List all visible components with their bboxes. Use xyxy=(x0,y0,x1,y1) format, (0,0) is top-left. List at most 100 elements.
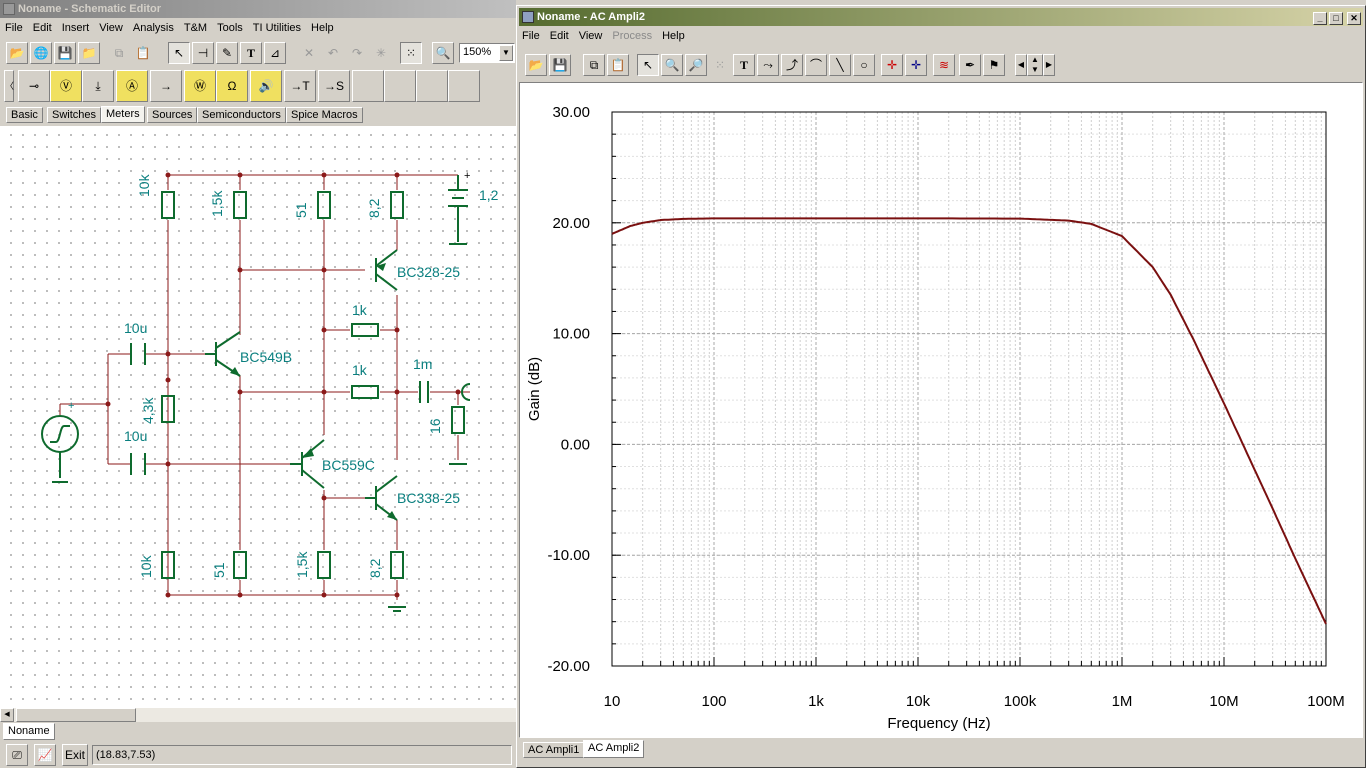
flag-icon[interactable]: ⚑ xyxy=(983,54,1005,76)
ammeter-icon[interactable]: Ⓐ xyxy=(116,70,148,102)
open-icon[interactable]: 📁 xyxy=(78,42,100,64)
menu-view[interactable]: View xyxy=(99,22,123,34)
circle-icon[interactable]: ○ xyxy=(853,54,875,76)
ac-menu-file[interactable]: File xyxy=(522,30,540,42)
zoom-in-icon[interactable]: 🔍 xyxy=(661,54,683,76)
menu-help[interactable]: Help xyxy=(311,22,334,34)
speaker-icon[interactable]: 🔊 xyxy=(250,70,282,102)
tab-spice-macros[interactable]: Spice Macros xyxy=(286,107,363,123)
zoom-icon[interactable]: 🔍 xyxy=(432,42,454,64)
label-r-1k-a: 1k xyxy=(352,302,367,318)
label-r-1k-b: 1k xyxy=(352,362,367,378)
menu-file[interactable]: File xyxy=(5,22,23,34)
nav-left-icon[interactable]: ◀ xyxy=(1015,54,1027,76)
cursor-b-icon[interactable]: ✛ xyxy=(905,54,927,76)
curve-label-icon[interactable]: ⤳ xyxy=(757,54,779,76)
maximize-icon[interactable]: □ xyxy=(1329,12,1343,25)
curve-label3-icon[interactable]: ⌒ xyxy=(805,54,827,76)
select-arrow-icon[interactable]: ↖ xyxy=(168,42,190,64)
globe-icon[interactable]: 🌐 xyxy=(30,42,52,64)
menu-analysis[interactable]: Analysis xyxy=(132,22,174,34)
switch-meter-icon[interactable]: ⤓ xyxy=(82,70,114,102)
probe-icon[interactable]: ✒ xyxy=(959,54,981,76)
tab-semiconductors[interactable]: Semiconductors xyxy=(197,107,286,123)
app-icon xyxy=(3,3,15,15)
voltage-pin-icon[interactable]: ⊸ xyxy=(18,70,50,102)
paste-icon[interactable]: 📋 xyxy=(132,42,154,64)
save-icon[interactable]: 💾 xyxy=(54,42,76,64)
transfer-t-icon[interactable]: →T xyxy=(284,70,316,102)
voltmeter-icon[interactable]: Ⓥ xyxy=(50,70,82,102)
wire-icon[interactable]: ⊣ xyxy=(192,42,214,64)
ac-copy-icon[interactable]: ⧉ xyxy=(583,54,605,76)
schematic-hscrollbar[interactable]: ◀ xyxy=(0,708,516,722)
curve-label2-icon[interactable]: ⤴ xyxy=(781,54,803,76)
ac-text-icon[interactable]: T xyxy=(733,54,755,76)
menu-ti-utilities[interactable]: TI Utilities xyxy=(252,22,302,34)
ac-grid-icon[interactable]: ⁙ xyxy=(709,54,731,76)
nav-updown-icon[interactable]: ▲▼ xyxy=(1027,54,1043,76)
ac-select-arrow-icon[interactable]: ↖ xyxy=(637,54,659,76)
nav-right-icon[interactable]: ▶ xyxy=(1043,54,1055,76)
close-icon[interactable]: ✕ xyxy=(1347,12,1361,25)
tab-switches[interactable]: Switches xyxy=(47,107,102,123)
delete-icon[interactable]: ✕ xyxy=(298,42,320,64)
text-icon[interactable]: T xyxy=(240,42,262,64)
ohmmeter-icon[interactable]: Ω xyxy=(216,70,248,102)
cursor-a-icon[interactable]: ✛ xyxy=(881,54,903,76)
schematic-titlebar[interactable]: Noname - Schematic Editor xyxy=(0,0,516,18)
line-icon[interactable]: ╲ xyxy=(829,54,851,76)
label-r-16: 16 xyxy=(427,418,443,434)
exit-button[interactable]: Exit xyxy=(62,744,88,766)
ac-menu-process[interactable]: Process xyxy=(612,30,653,42)
tab-sheet-noname[interactable]: Noname xyxy=(3,723,55,740)
circuit-view-icon[interactable]: ⎚ xyxy=(6,744,28,766)
wattmeter-icon[interactable]: Ⓦ xyxy=(184,70,216,102)
scroll-left-icon[interactable]: 〈 xyxy=(4,70,14,102)
menu-insert[interactable]: Insert xyxy=(61,22,90,34)
ac-menu-help[interactable]: Help xyxy=(662,30,685,42)
empty-slot-1[interactable] xyxy=(352,70,384,102)
empty-slot-3[interactable] xyxy=(416,70,448,102)
chevron-down-icon[interactable]: ▼ xyxy=(499,45,513,61)
transistor-arrows xyxy=(230,263,397,520)
diagram-view-icon[interactable]: 📈 xyxy=(34,744,56,766)
ac-menu-edit[interactable]: Edit xyxy=(549,30,569,42)
menu-tm[interactable]: T&M xyxy=(183,22,208,34)
label-icon[interactable]: ⊿ xyxy=(264,42,286,64)
ac-titlebar[interactable]: Noname - AC Ampli2 _ □ ✕ xyxy=(519,8,1363,26)
zoom-out-icon[interactable]: 🔎 xyxy=(685,54,707,76)
schematic-menubar: File Edit Insert View Analysis T&M Tools TI Uti… xyxy=(0,19,516,37)
zoom-select[interactable]: 150% ▼ xyxy=(459,43,515,63)
minimize-icon[interactable]: _ xyxy=(1313,12,1327,25)
schematic-canvas[interactable]: 10k 1,5k 51 8,2 1,2 + BC328-25 1k 10u BC… xyxy=(0,126,516,708)
empty-slot-4[interactable] xyxy=(448,70,480,102)
menu-edit[interactable]: Edit xyxy=(32,22,52,34)
tab-basic[interactable]: Basic xyxy=(6,107,43,123)
tab-meters[interactable]: Meters xyxy=(101,106,145,123)
scroll-left-arrow-icon[interactable]: ◀ xyxy=(0,708,14,722)
junction-icon[interactable]: ✳ xyxy=(370,42,392,64)
redo-icon[interactable]: ↷ xyxy=(346,42,368,64)
empty-slot-2[interactable] xyxy=(384,70,416,102)
undo-icon[interactable]: ↶ xyxy=(322,42,344,64)
tab-sources[interactable]: Sources xyxy=(147,107,198,123)
copy-icon[interactable]: ⧉ xyxy=(108,42,130,64)
transfer-s-icon[interactable]: →S xyxy=(318,70,350,102)
ac-paste-icon[interactable]: 📋 xyxy=(607,54,629,76)
tab-ac-ampli2[interactable]: AC Ampli2 xyxy=(583,740,645,758)
ac-open-icon[interactable]: 📂 xyxy=(525,54,547,76)
menu-tools[interactable]: Tools xyxy=(217,22,243,34)
curves-icon[interactable]: ≋ xyxy=(933,54,955,76)
label-r-8-2-top: 8,2 xyxy=(366,198,382,218)
current-arrow-icon[interactable]: → xyxy=(150,70,182,102)
ac-menu-view[interactable]: View xyxy=(578,30,603,42)
scroll-thumb[interactable] xyxy=(16,708,136,722)
tab-ac-ampli1[interactable]: AC Ampli1 xyxy=(523,742,585,758)
pencil-icon[interactable]: ✎ xyxy=(216,42,238,64)
open-folder-icon[interactable]: 📂 xyxy=(6,42,28,64)
grid-icon[interactable]: ⁙ xyxy=(400,42,422,64)
ac-save-icon[interactable]: 💾 xyxy=(549,54,571,76)
